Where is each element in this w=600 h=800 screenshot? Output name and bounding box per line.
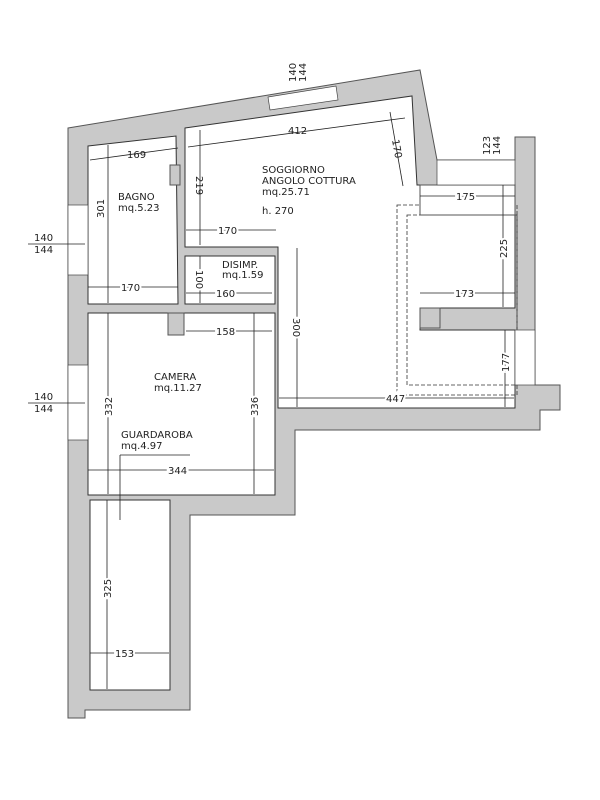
area-camera: mq.11.27: [154, 383, 202, 394]
dimension-lines: [88, 111, 515, 689]
area-guardaroba: mq.4.97: [121, 441, 163, 452]
kitchen-counter: [419, 184, 516, 216]
dim-169: 169: [127, 150, 146, 161]
room-guardaroba: [89, 499, 171, 691]
label-camera: CAMERA: [154, 372, 196, 383]
dim-100: 100: [193, 270, 204, 289]
dim-170-disimp: 170: [218, 226, 237, 237]
dim-173: 173: [455, 289, 474, 300]
room-camera: [87, 312, 276, 496]
ceiling-height: h. 270: [262, 206, 294, 217]
window-right-lower: [514, 329, 536, 386]
dim-412: 412: [288, 126, 307, 137]
svg-text:144: 144: [34, 404, 53, 415]
window-top: [267, 85, 339, 111]
area-bagno: mq.5.23: [118, 203, 160, 214]
dim-344: 344: [168, 466, 187, 477]
area-disimp: mq.1.59: [222, 270, 264, 281]
room-bagno: [87, 135, 179, 305]
dim-336: 336: [250, 397, 261, 416]
svg-text:140: 140: [34, 233, 53, 244]
wall-pillar: [167, 312, 185, 336]
dim-177: 177: [501, 353, 512, 372]
dim-175: 175: [456, 192, 475, 203]
dim-301: 301: [96, 199, 107, 218]
window-left-camera: [67, 364, 89, 441]
dim-153: 153: [115, 649, 134, 660]
dim-325: 325: [103, 579, 114, 598]
label-bagno: BAGNO: [118, 192, 155, 203]
svg-text:140: 140: [34, 392, 53, 403]
svg-text:144: 144: [34, 245, 53, 256]
label-angolo-cottura: ANGOLO COTTURA: [262, 176, 356, 187]
window-height-left1: 140 144: [28, 233, 85, 256]
svg-text:144: 144: [298, 63, 309, 82]
dim-332: 332: [104, 397, 115, 416]
label-disimp: DISIMP.: [222, 260, 258, 271]
label-guardaroba: GUARDAROBA: [121, 430, 193, 441]
svg-text:144: 144: [492, 136, 503, 155]
window-height-left2: 140 144: [28, 392, 85, 415]
dim-160: 160: [216, 289, 235, 300]
dim-170-bagno: 170: [121, 283, 140, 294]
svg-text:123: 123: [482, 136, 493, 155]
svg-text:140: 140: [288, 63, 299, 82]
dim-300: 300: [290, 318, 301, 337]
dim-447: 447: [386, 394, 405, 405]
wall-pillar: [169, 164, 181, 186]
dim-219: 219: [193, 176, 204, 195]
label-soggiorno: SOGGIORNO: [262, 165, 325, 176]
window-left-bagno: [67, 204, 89, 276]
wall-pillar: [419, 307, 441, 329]
window-height-right: 123 144: [482, 136, 503, 155]
area-soggiorno: mq.25.71: [262, 187, 310, 198]
dim-170-diag: 170: [389, 139, 403, 160]
dim-158: 158: [216, 327, 235, 338]
window-right: [436, 159, 516, 186]
dim-225: 225: [499, 239, 510, 258]
window-height-top: 140 144: [288, 63, 309, 82]
room-soggiorno: [184, 95, 516, 409]
